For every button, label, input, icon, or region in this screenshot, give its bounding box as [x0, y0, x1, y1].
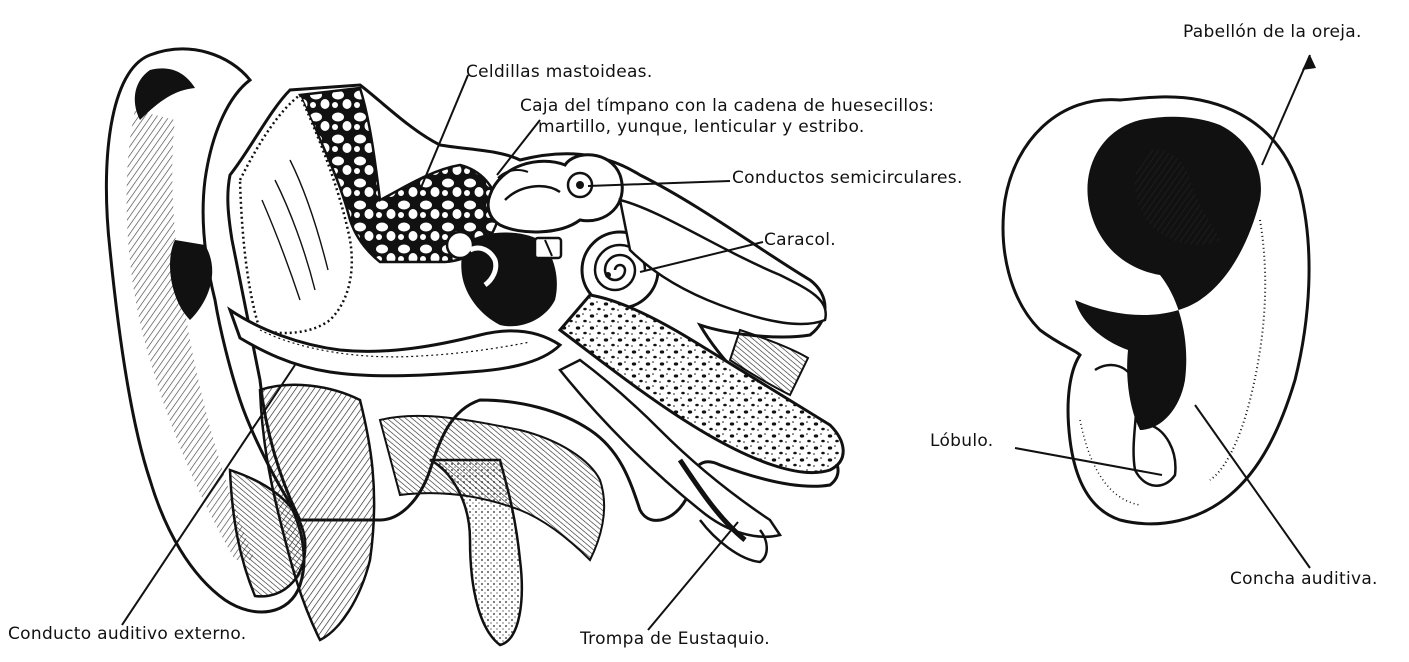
label-pabellon: Pabellón de la oreja. [1183, 23, 1362, 43]
label-caja-line2: martillo, yunque, lenticular y estribo. [538, 118, 865, 138]
leader-trompa [648, 522, 738, 630]
arrowhead [1302, 55, 1316, 70]
label-celdillas: Celdillas mastoideas. [466, 63, 653, 83]
label-concha: Concha auditiva. [1230, 570, 1378, 590]
label-conductos: Conductos semicirculares. [732, 169, 963, 189]
label-caracol: Caracol. [764, 231, 836, 251]
label-caja-line1: Caja del tímpano con la cadena de huesec… [520, 97, 934, 117]
label-trompa: Trompa de Eustaquio. [580, 630, 770, 650]
label-lobulo: Lóbulo. [930, 432, 993, 452]
leader-pabellon [1262, 55, 1310, 165]
label-conducto-auditivo: Conducto auditivo externo. [8, 625, 247, 645]
ear-cross-section [106, 49, 843, 645]
